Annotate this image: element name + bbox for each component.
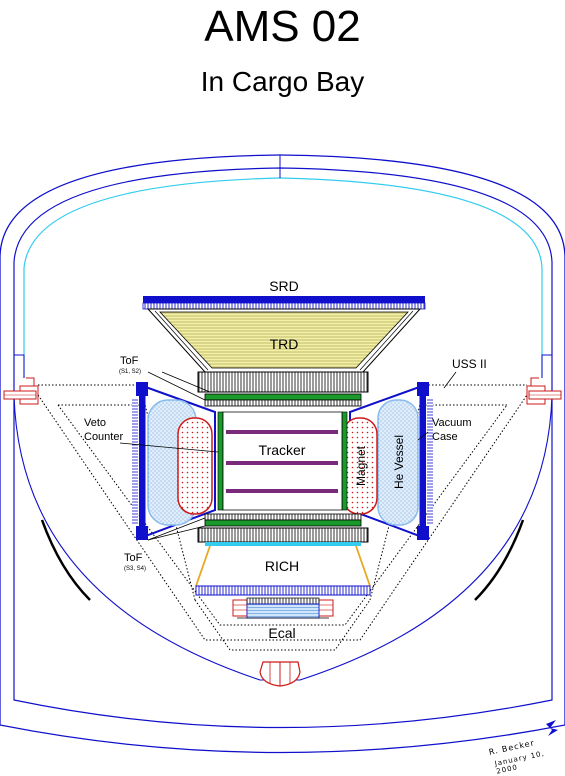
trd-detector xyxy=(146,308,422,373)
tof-bottom-sub-label: (S3, S4) xyxy=(124,566,146,572)
veto-label-line2: Counter xyxy=(84,431,123,443)
trd-label: TRD xyxy=(270,336,299,352)
trunnion-right xyxy=(526,377,562,405)
tof-bottom-label: ToF xyxy=(124,552,143,564)
tof-top-label: ToF xyxy=(120,355,139,367)
leader-lines xyxy=(119,371,457,541)
rich-label: RICH xyxy=(265,558,299,574)
tof-top-sub-label: (S1, S2) xyxy=(119,369,141,375)
signature-logo xyxy=(546,720,558,736)
vacuum-label-line2: Case xyxy=(432,431,458,443)
srd-label: SRD xyxy=(269,278,299,294)
tracker xyxy=(222,411,343,511)
magnet xyxy=(177,417,378,515)
tof-lower xyxy=(197,513,369,546)
page-subtitle: In Cargo Bay xyxy=(200,66,365,97)
tracker-label: Tracker xyxy=(259,442,306,458)
vacuum-case-flanges xyxy=(136,382,429,540)
veto-label-line1: Veto xyxy=(84,417,106,429)
ecal-detector xyxy=(232,597,334,619)
rich-detector xyxy=(195,545,371,596)
bottom-fitting xyxy=(259,661,301,687)
uss-label: USS II xyxy=(452,357,487,371)
page-title: AMS 02 xyxy=(204,2,361,51)
srd-detector xyxy=(142,296,426,310)
ecal-label: Ecal xyxy=(268,625,295,641)
vacuum-case-hatching xyxy=(132,398,433,524)
tof-upper xyxy=(197,371,369,407)
vacuum-label-line1: Vacuum xyxy=(432,417,472,429)
trunnion-left xyxy=(3,377,39,405)
he-vessel-label: He Vessel xyxy=(392,435,406,489)
magnet-label: Magnet xyxy=(354,445,368,486)
